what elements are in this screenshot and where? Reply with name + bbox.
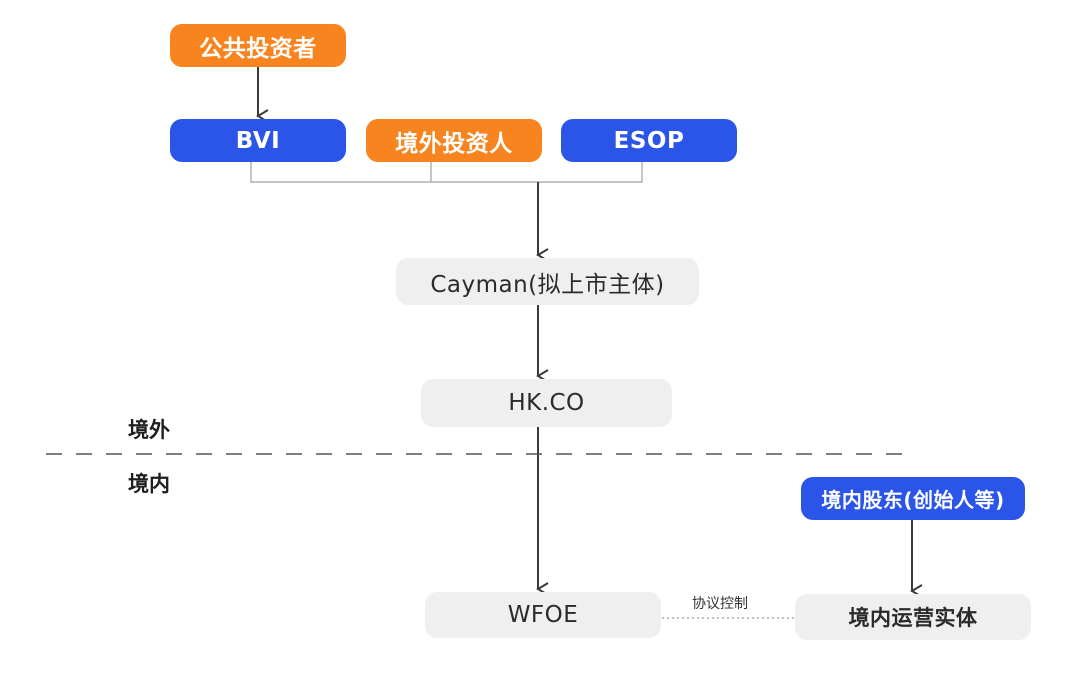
node-domestic-shareholders: 境内股东(创始人等) [801,477,1025,520]
node-wfoe: WFOE [425,592,661,638]
node-domestic-entity: 境内运营实体 [795,594,1031,640]
node-cayman: Cayman(拟上市主体) [396,258,699,305]
node-public-investors: 公共投资者 [170,24,346,67]
zone-label-domestic: 境内 [128,472,170,496]
node-overseas-investor: 境外投资人 [366,119,542,162]
zone-label-overseas: 境外 [128,418,170,442]
edge-label-agreement-control: 协议控制 [692,596,748,612]
node-esop: ESOP [561,119,737,162]
node-hkco: HK.CO [421,379,672,427]
node-bvi: BVI [170,119,346,162]
bracket-shareholders [250,162,643,183]
